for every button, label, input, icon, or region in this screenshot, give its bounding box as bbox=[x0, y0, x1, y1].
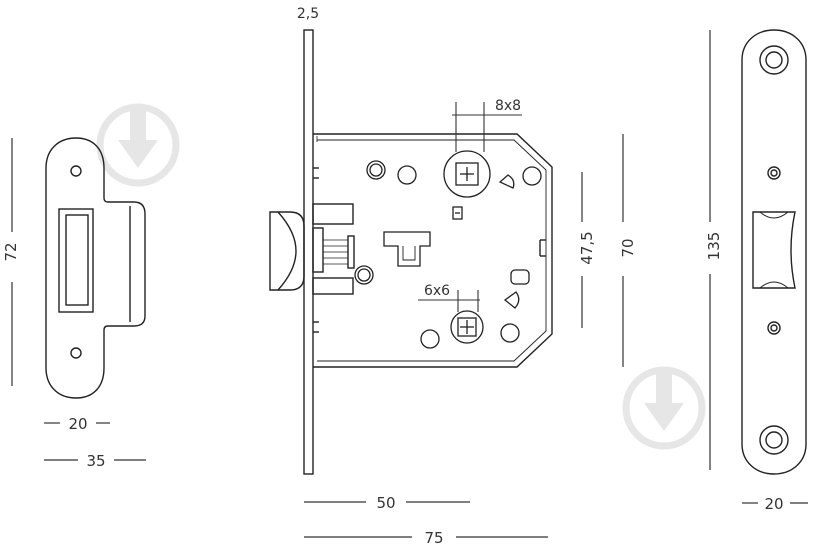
lock-case bbox=[313, 133, 553, 368]
center-distance-label: 47,5 bbox=[578, 231, 596, 264]
center-distance-dimension bbox=[581, 134, 624, 367]
spindle-dimension bbox=[452, 102, 522, 152]
thumbturn-square-label: 6x6 bbox=[424, 283, 450, 299]
backset-label: 50 bbox=[376, 494, 395, 512]
faceplate-front bbox=[741, 29, 807, 475]
thumbturn-dimension bbox=[418, 290, 480, 312]
download-watermark-icon bbox=[96, 103, 180, 187]
latch-bolt bbox=[269, 203, 355, 295]
total-depth-label: 75 bbox=[424, 529, 443, 547]
lock-case-parts bbox=[354, 150, 542, 349]
strike-width-dimension bbox=[44, 422, 146, 461]
faceplate-height-label: 135 bbox=[705, 232, 723, 261]
strike-height-label: 72 bbox=[2, 242, 20, 261]
strike-inner-width-label: 20 bbox=[68, 415, 87, 433]
spindle-square-label: 8x8 bbox=[495, 98, 521, 114]
lock-faceplate bbox=[303, 29, 314, 475]
backset-dimension bbox=[304, 501, 548, 538]
faceplate-thickness-label: 2,5 bbox=[297, 6, 319, 22]
download-watermark-icon bbox=[622, 366, 706, 450]
body-height-label: 70 bbox=[619, 238, 637, 257]
strike-plate bbox=[45, 137, 146, 399]
strike-outer-width-label: 35 bbox=[86, 452, 105, 470]
faceplate-width-label: 20 bbox=[764, 495, 783, 513]
